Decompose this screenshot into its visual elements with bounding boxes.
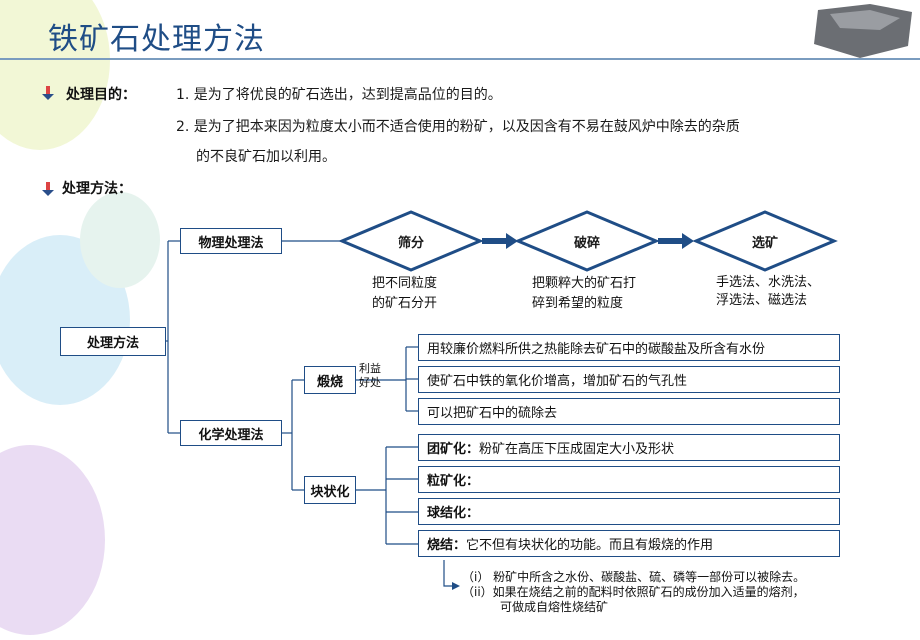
desc-line: 的矿石分开: [372, 296, 438, 311]
desc-line: 把颗粹大的矿石打: [532, 276, 637, 291]
chemical-method-node: 化学处理法: [180, 420, 282, 446]
ore-rock-highlight: [830, 10, 900, 30]
bullet-icon: [42, 182, 54, 196]
methods-label: 处理方法：: [62, 181, 132, 197]
agglom-item-briquetting: 团矿化： 粉矿在高压下压成固定大小及形状: [418, 434, 840, 461]
purpose-item-1: 1. 是为了将优良的矿石选出，达到提高品位的目的。: [176, 87, 502, 103]
page-title: 铁矿石处理方法: [48, 22, 265, 57]
agglom-item-name: 粒矿化：: [427, 474, 480, 489]
calcine-item-1: 用较廉价燃料所供之热能除去矿石中的碳酸盐及所含有水份: [418, 334, 840, 361]
desc-line: 手选法、水洗法、: [716, 275, 821, 290]
step-crush-label: 破碎: [573, 236, 600, 251]
agglom-item-text: 它不但有块状化的功能。而且有煅烧的作用: [466, 538, 714, 553]
agglom-item-name: 烧结：: [427, 538, 467, 553]
balloon-yellow: [0, 0, 110, 150]
calcine-node: 煅烧: [304, 366, 356, 394]
step-sieve-desc: 把不同粒度 的矿石分开: [372, 274, 437, 314]
agglom-item-name: 球结化：: [427, 506, 480, 521]
benefit-line: 利益: [359, 362, 381, 375]
agglom-item-sintering: 烧结： 它不但有块状化的功能。而且有煅烧的作用: [418, 530, 840, 557]
diamond-sieve: [338, 210, 484, 272]
sinter-note-2-cont: 可做成自熔性烧结矿: [500, 600, 609, 614]
agglom-item-text: 粉矿在高压下压成固定大小及形状: [479, 442, 675, 457]
calcine-item-2: 使矿石中铁的氧化价增高，增加矿石的气孔性: [418, 366, 840, 393]
balloon-green: [80, 192, 160, 288]
sinter-notes: （i） 粉矿中所含之水份、碳酸盐、硫、磷等一部份可以被除去。 （ii）如果在烧结…: [462, 570, 805, 615]
purpose-item-2: 2. 是为了把本来因为粒度太小而不适合使用的粉矿，以及因含有不易在鼓风炉中除去的…: [176, 119, 740, 135]
diamond-crush: [514, 210, 660, 272]
sinter-note-1: （i） 粉矿中所含之水份、碳酸盐、硫、磷等一部份可以被除去。: [462, 570, 806, 584]
step-beneficiation-desc: 手选法、水洗法、 浮选法、磁选法: [716, 274, 820, 310]
bullet-icon: [42, 86, 54, 100]
agglom-item-granulation: 粒矿化：: [418, 466, 840, 493]
diamond-beneficiation: [692, 210, 838, 272]
root-node: 处理方法: [60, 327, 166, 356]
desc-line: 碎到希望的粒度: [532, 296, 624, 311]
benefit-line: 好处: [359, 376, 381, 389]
agglom-item-name: 团矿化：: [427, 442, 480, 457]
calcine-item-3: 可以把矿石中的硫除去: [418, 398, 840, 425]
balloon-purple: [0, 445, 105, 635]
purpose-item-2-cont: 的不良矿石加以利用。: [196, 149, 336, 165]
title-divider: [0, 58, 920, 60]
agglomeration-node: 块状化: [304, 476, 356, 504]
agglom-item-pelletizing: 球结化：: [418, 498, 840, 525]
desc-line: 把不同粒度: [372, 276, 438, 291]
step-sieve-label: 筛分: [397, 236, 424, 251]
desc-line: 浮选法、磁选法: [716, 293, 808, 308]
benefit-label: 利益 好处: [359, 362, 381, 390]
physical-method-node: 物理处理法: [180, 228, 282, 254]
step-beneficiation-label: 选矿: [751, 236, 778, 251]
step-crush-desc: 把颗粹大的矿石打 碎到希望的粒度: [532, 274, 636, 314]
sinter-note-2: （ii）如果在烧结之前的配料时依照矿石的成份加入适量的熔剂，: [462, 585, 805, 599]
purpose-label: 处理目的：: [66, 87, 136, 103]
